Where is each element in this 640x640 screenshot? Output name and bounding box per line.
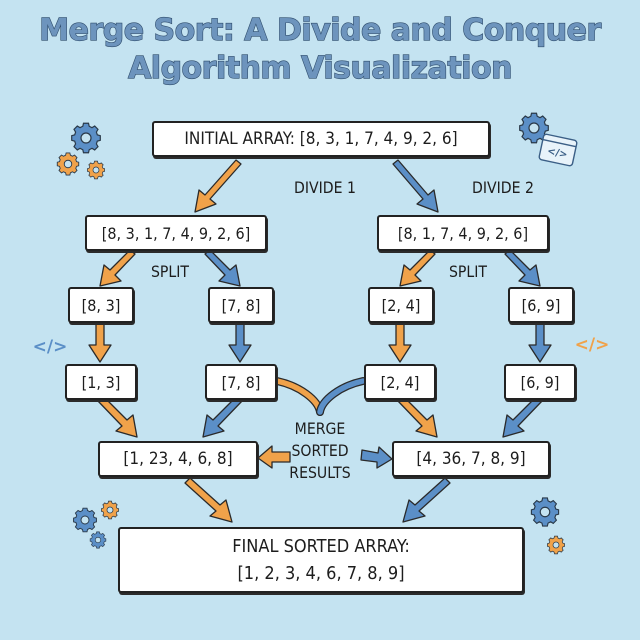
level2-text-4: [6, 9] bbox=[521, 295, 561, 315]
merge-label-line-3: RESULTS bbox=[289, 463, 351, 482]
level1-right-text: [8, 1, 7, 4, 9, 2, 6] bbox=[397, 223, 529, 243]
code-tag-icon-right: </> bbox=[575, 335, 610, 355]
level3-box-3: [2, 4] bbox=[364, 364, 436, 400]
merged-left-box: [1, 23, 4, 6, 8] bbox=[98, 441, 258, 477]
gear-icon-orange-bottom-left bbox=[101, 500, 119, 520]
diagram-title: Merge Sort: A Divide and Conquer Algorit… bbox=[0, 12, 640, 88]
gear-icon-blue-small-bottom-left bbox=[89, 531, 107, 549]
level3-box-4: [6, 9] bbox=[504, 364, 576, 400]
level3-text-4: [6, 9] bbox=[520, 372, 560, 392]
level3-box-2: [7, 8] bbox=[205, 364, 277, 400]
title-line-1: Merge Sort: A Divide and Conquer bbox=[39, 12, 602, 48]
merge-label-line-2: SORTED bbox=[291, 441, 349, 460]
final-label: FINAL SORTED ARRAY: bbox=[232, 536, 410, 557]
merge-sorted-results-label: MERGE SORTED RESULTS bbox=[285, 418, 355, 484]
split-left-label: SPLIT bbox=[150, 262, 190, 281]
code-tag-icon-left: </> bbox=[33, 337, 68, 357]
initial-array-box: INITIAL ARRAY: [8, 3, 1, 7, 4, 9, 2, 6] bbox=[152, 121, 490, 157]
level3-box-1: [1, 3] bbox=[65, 364, 137, 400]
final-array: [1, 2, 3, 4, 6, 7, 8, 9] bbox=[237, 563, 405, 584]
arrow-divide-1 bbox=[194, 159, 242, 213]
merge-label-line-1: MERGE bbox=[294, 419, 346, 438]
gear-icon-orange-small-top-left bbox=[87, 160, 105, 180]
level3-text-3: [2, 4] bbox=[380, 372, 420, 392]
level2-box-4: [6, 9] bbox=[508, 287, 574, 323]
initial-array-text: INITIAL ARRAY: [8, 3, 1, 7, 4, 9, 2, 6] bbox=[184, 129, 458, 149]
level2-text-3: [2, 4] bbox=[381, 295, 421, 315]
gear-icon-orange-top-left bbox=[56, 152, 80, 176]
merged-left-text: [1, 23, 4, 6, 8] bbox=[123, 449, 233, 469]
split-right-label: SPLIT bbox=[448, 262, 488, 281]
level2-box-1: [8, 3] bbox=[68, 287, 134, 323]
level2-text-2: [7, 8] bbox=[221, 295, 261, 315]
gear-icon-blue-top-right bbox=[519, 112, 549, 144]
gear-icon-blue-bottom-left bbox=[73, 507, 97, 533]
level2-box-3: [2, 4] bbox=[368, 287, 434, 323]
gear-icon-blue-top-left bbox=[71, 122, 101, 154]
gear-icon-blue-bottom-right bbox=[530, 497, 560, 527]
svg-text:</>: </> bbox=[546, 146, 568, 161]
code-window-icon-top-right: </> bbox=[538, 133, 578, 167]
level1-right-box: [8, 1, 7, 4, 9, 2, 6] bbox=[377, 215, 549, 251]
divide-1-label: DIVIDE 1 bbox=[294, 178, 356, 197]
level2-box-2: [7, 8] bbox=[208, 287, 274, 323]
arrow-divide-2 bbox=[392, 159, 439, 213]
merged-right-box: [4, 36, 7, 8, 9] bbox=[392, 441, 550, 477]
gear-icon-orange-bottom-right bbox=[547, 535, 565, 555]
final-sorted-array-box: FINAL SORTED ARRAY: [1, 2, 3, 4, 6, 7, 8… bbox=[118, 527, 524, 593]
level2-text-1: [8, 3] bbox=[81, 295, 121, 315]
merged-right-text: [4, 36, 7, 8, 9] bbox=[416, 449, 526, 469]
level1-left-text: [8, 3, 1, 7, 4, 9, 2, 6] bbox=[101, 223, 251, 243]
divide-2-label: DIVIDE 2 bbox=[472, 178, 534, 197]
title-line-2: Algorithm Visualization bbox=[127, 50, 513, 86]
level1-left-box: [8, 3, 1, 7, 4, 9, 2, 6] bbox=[85, 215, 267, 251]
level3-text-1: [1, 3] bbox=[81, 372, 121, 392]
level3-text-2: [7, 8] bbox=[221, 372, 261, 392]
